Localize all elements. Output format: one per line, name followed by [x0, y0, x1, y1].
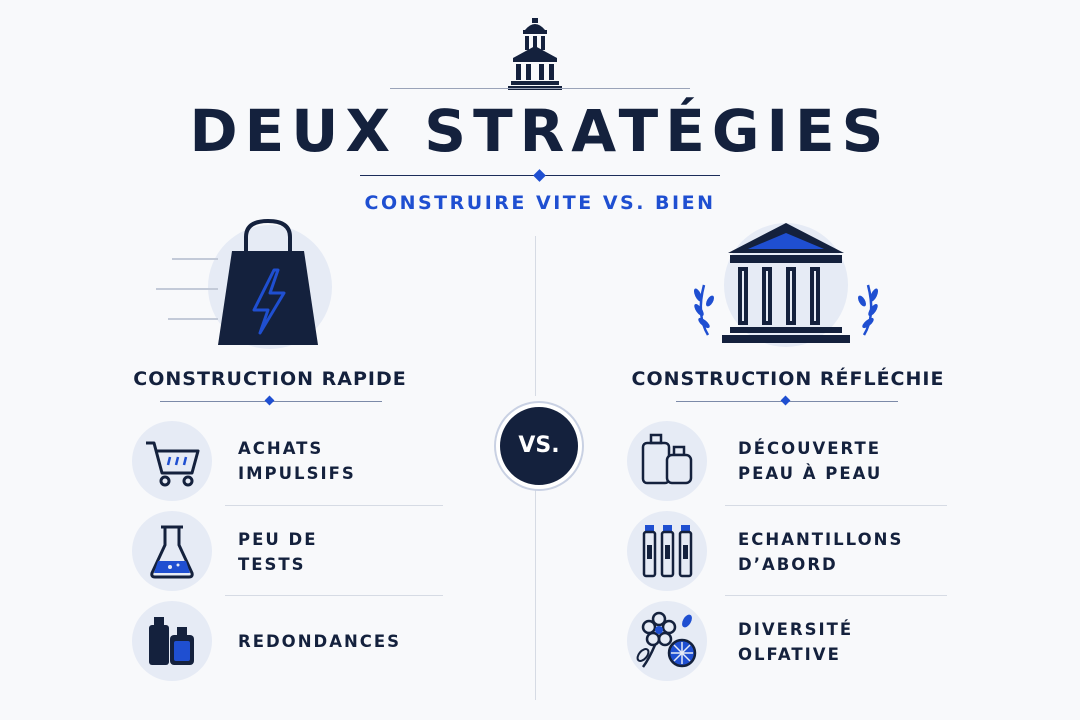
- left-item-separator: [225, 595, 443, 596]
- center-divider-top: [535, 236, 536, 396]
- right-title-rule-diamond: [780, 395, 791, 406]
- pantheon-icon: [505, 16, 565, 90]
- list-item-icon-circle: [132, 511, 212, 591]
- left-column-title: CONSTRUCTION RAPIDE: [133, 368, 407, 390]
- right-item-1-label: DÉCOUVERTE PEAU À PEAU: [738, 439, 883, 483]
- right-column-title: CONSTRUCTION RÉFLÉCHIE: [631, 368, 945, 390]
- left-item-1-label: ACHATS IMPULSIFS: [238, 439, 356, 483]
- left-item-separator: [225, 505, 443, 506]
- flask-icon: [150, 525, 194, 579]
- list-item-icon-circle: [627, 421, 707, 501]
- sample-vials-icon: [642, 525, 693, 578]
- list-item-icon-circle: [627, 511, 707, 591]
- page-title: DEUX STRATÉGIES: [189, 97, 891, 165]
- flower-citrus-icon: [636, 611, 697, 668]
- right-item-2-label: ECHANTILLONS D’ABORD: [738, 530, 904, 574]
- perfume-bottles-outline-icon: [641, 433, 693, 485]
- left-hero: [150, 215, 350, 350]
- classical-temple-laurel-icon: [693, 223, 879, 347]
- list-item-icon-circle: [132, 601, 212, 681]
- left-item-2-label: PEU DE TESTS: [238, 530, 318, 574]
- header-top-rule: [390, 88, 690, 89]
- shopping-bag-lightning-icon: [156, 218, 332, 349]
- title-rule-diamond: [533, 169, 546, 182]
- right-item-3-label: DIVERSITÉ OLFATIVE: [738, 620, 854, 664]
- perfume-bottles-icon: [149, 617, 194, 665]
- left-title-rule-diamond: [264, 395, 275, 406]
- center-divider-bottom: [535, 490, 536, 700]
- list-item-icon-circle: [132, 421, 212, 501]
- left-item-3-label: REDONDANCES: [238, 632, 402, 651]
- vs-badge: VS.: [496, 403, 582, 489]
- list-item-icon-circle: [627, 601, 707, 681]
- right-item-separator: [725, 595, 947, 596]
- page-subtitle: CONSTRUIRE VITE VS. BIEN: [364, 192, 716, 214]
- right-item-separator: [725, 505, 947, 506]
- right-hero: [688, 215, 888, 350]
- shopping-cart-icon: [146, 441, 200, 487]
